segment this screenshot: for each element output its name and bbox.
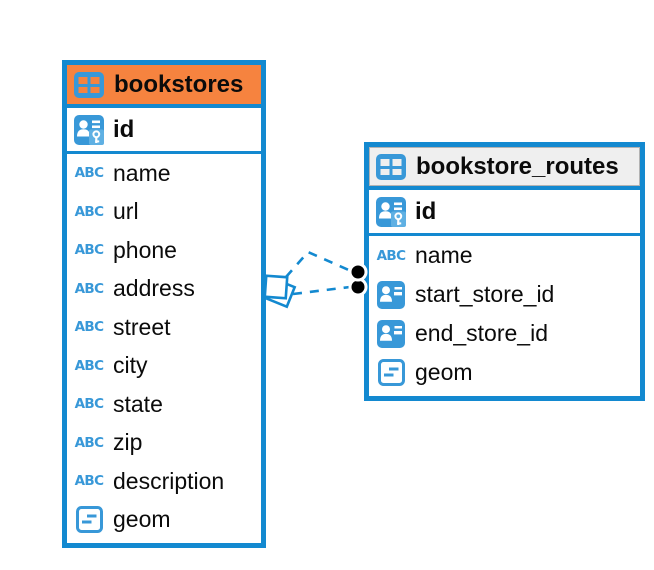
column-row-state[interactable]: ABC state [67,385,261,424]
column-name: id [415,197,437,225]
column-name: name [113,159,171,186]
reference-icon [375,280,407,309]
column-name: url [113,198,139,225]
object-icon [73,506,105,534]
column-row-description[interactable]: ABC description [67,462,261,501]
column-name: state [113,390,163,417]
table-bookstore-routes-header[interactable]: bookstore_routes [369,147,640,190]
table-title: bookstores [114,70,244,98]
table-bookstores-header[interactable]: bookstores [67,65,261,108]
column-name: name [415,242,473,268]
column-name: geom [113,506,171,533]
text-icon: ABC [74,319,104,336]
relationship-target-marker-icon[interactable] [348,262,368,297]
relationship-line-upper[interactable] [285,250,352,278]
column-row-url[interactable]: ABC url [67,192,261,231]
text-icon: ABC [74,357,104,374]
column-name: start_store_id [415,281,555,307]
text-icon: ABC [74,473,104,490]
column-row-id[interactable]: id [67,108,261,154]
column-row-name[interactable]: ABC name [369,236,640,275]
column-row-phone[interactable]: ABC phone [67,231,261,270]
column-row-id[interactable]: id [369,190,640,236]
column-row-geom[interactable]: geom [369,353,640,392]
column-name: end_store_id [415,320,548,346]
column-row-street[interactable]: ABC street [67,308,261,347]
column-name: address [113,275,195,302]
text-icon: ABC [376,247,406,264]
text-icon: ABC [74,280,104,297]
primary-key-icon [73,114,105,145]
column-name: id [113,115,135,143]
column-name: street [113,313,171,340]
table-icon [375,153,407,180]
column-row-end_store_id[interactable]: end_store_id [369,314,640,353]
text-icon: ABC [74,434,104,451]
column-name: phone [113,236,177,263]
column-name: zip [113,429,143,456]
text-icon: ABC [74,396,104,413]
column-name: geom [415,359,473,385]
column-row-start_store_id[interactable]: start_store_id [369,275,640,314]
column-row-address[interactable]: ABC address [67,269,261,308]
reference-icon [375,319,407,348]
object-icon [375,359,407,386]
column-row-zip[interactable]: ABC zip [67,423,261,462]
text-icon: ABC [74,242,104,259]
text-icon: ABC [74,203,104,220]
column-row-geom[interactable]: geom [67,500,261,539]
primary-key-icon [375,196,407,227]
text-icon: ABC [74,165,104,182]
relationship-source-marker-icon[interactable] [263,274,297,309]
column-row-city[interactable]: ABC city [67,346,261,385]
relationship-line-lower[interactable] [292,285,351,296]
column-name: description [113,467,225,494]
column-row-name[interactable]: ABC name [67,154,261,193]
column-name: city [113,352,148,379]
table-icon [73,71,105,98]
table-title: bookstore_routes [416,152,619,180]
